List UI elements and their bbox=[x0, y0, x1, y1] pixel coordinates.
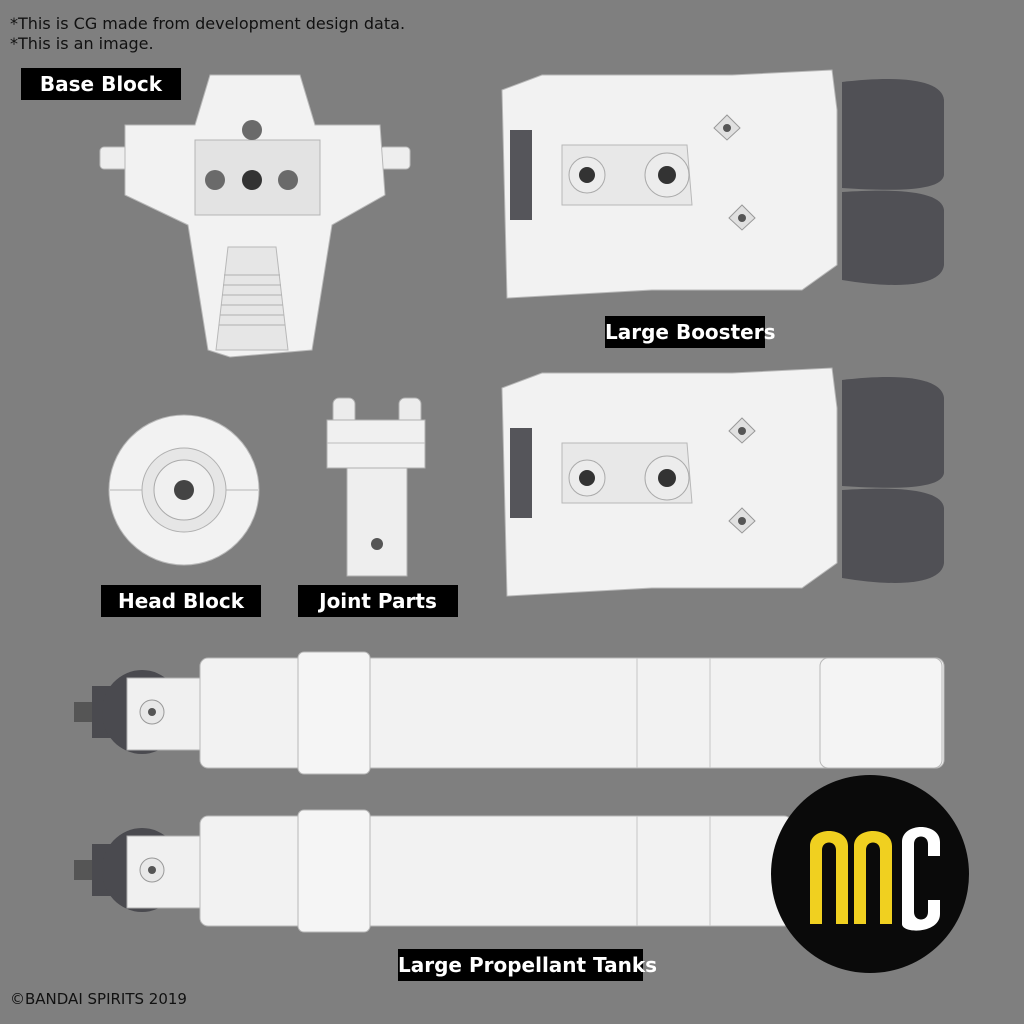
label-joint-parts: Joint Parts bbox=[298, 585, 458, 617]
base-block-part bbox=[99, 74, 411, 358]
large-booster-top bbox=[501, 69, 944, 299]
label-base-block: Base Block bbox=[21, 68, 181, 100]
large-booster-bottom bbox=[501, 367, 944, 597]
label-head-block: Head Block bbox=[101, 585, 261, 617]
copyright: ©BANDAI SPIRITS 2019 bbox=[10, 990, 187, 1008]
disclaimer-cg: *This is CG made from development design… bbox=[10, 14, 406, 33]
head-block-part bbox=[108, 414, 260, 566]
joint-parts-part bbox=[326, 397, 426, 577]
label-large-propellant-tanks: Large Propellant Tanks bbox=[398, 949, 657, 981]
mc-logo-watermark bbox=[771, 775, 969, 973]
propellant-tank-top bbox=[74, 651, 945, 775]
disclaimer-image: *This is an image. bbox=[10, 34, 154, 53]
label-large-boosters: Large Boosters bbox=[605, 316, 775, 348]
propellant-tank-bottom bbox=[74, 809, 793, 933]
